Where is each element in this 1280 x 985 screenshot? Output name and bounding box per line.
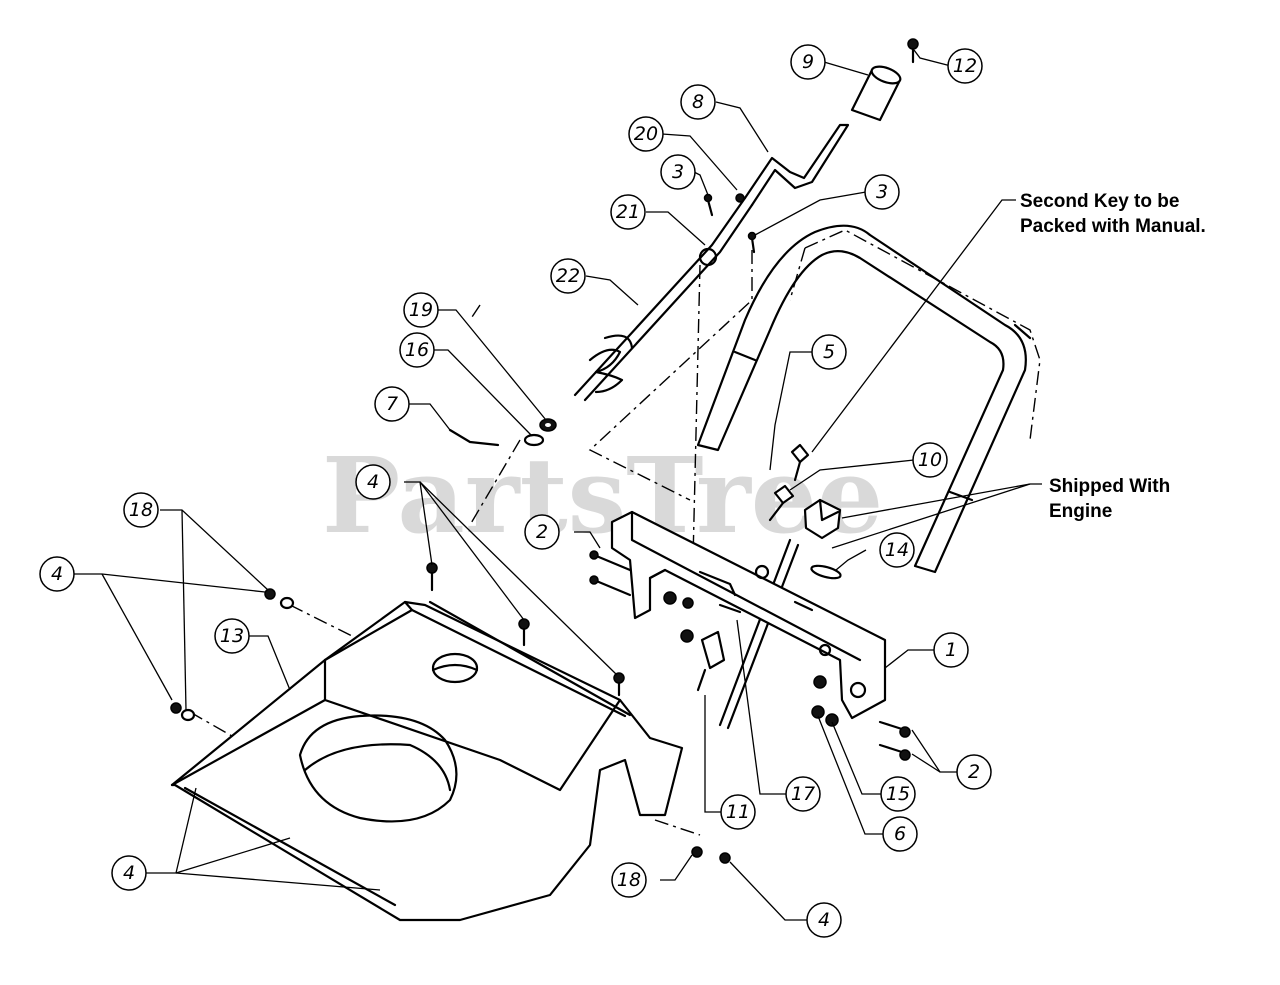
svg-text:6: 6 <box>894 823 906 845</box>
svg-text:13: 13 <box>220 625 244 647</box>
svg-text:17: 17 <box>791 783 815 805</box>
svg-text:22: 22 <box>556 265 580 287</box>
callout-4-bottom-right: 4 <box>806 902 842 938</box>
callout-1: 1 <box>933 632 969 668</box>
engine-shroud <box>170 600 684 922</box>
svg-text:18: 18 <box>129 499 153 521</box>
svg-text:4: 4 <box>51 563 63 585</box>
svg-text:4: 4 <box>123 862 135 884</box>
callout-21: 21 <box>610 194 646 230</box>
svg-text:16: 16 <box>405 339 429 361</box>
callout-4-bottom-left: 4 <box>111 855 147 891</box>
callout-11: 11 <box>720 794 756 830</box>
callout-18-bottom: 18 <box>611 862 647 898</box>
callout-10: 10 <box>912 442 948 478</box>
svg-text:5: 5 <box>823 341 835 363</box>
svg-text:18: 18 <box>617 869 641 891</box>
callout-15: 15 <box>880 776 916 812</box>
svg-text:19: 19 <box>409 299 433 321</box>
leader-lines <box>74 49 1042 921</box>
callout-13: 13 <box>214 618 250 654</box>
callout-22: 22 <box>550 258 586 294</box>
callout-4-left: 4 <box>39 556 75 592</box>
svg-text:11: 11 <box>726 801 750 823</box>
svg-text:3: 3 <box>672 161 684 183</box>
svg-text:2: 2 <box>536 521 548 543</box>
callout-5: 5 <box>811 334 847 370</box>
callout-9: 9 <box>790 44 826 80</box>
callout-3b: 3 <box>864 174 900 210</box>
callout-2-right: 2 <box>956 754 992 790</box>
svg-text:2: 2 <box>968 761 980 783</box>
control-bracket <box>610 510 887 720</box>
svg-text:3: 3 <box>876 181 888 203</box>
shipped-note-line2: Engine <box>1049 501 1112 522</box>
svg-text:4: 4 <box>367 471 379 493</box>
svg-text:14: 14 <box>885 539 909 561</box>
svg-text:15: 15 <box>886 783 910 805</box>
callout-7: 7 <box>374 386 410 422</box>
callout-19: 19 <box>403 292 439 328</box>
callout-18-left: 18 <box>123 492 159 528</box>
callout-14: 14 <box>879 532 915 568</box>
callout-12: 12 <box>947 48 983 84</box>
svg-text:4: 4 <box>818 909 830 931</box>
callout-3a: 3 <box>660 154 696 190</box>
callout-6: 6 <box>882 816 918 852</box>
second-key-note-line1: Second Key to be <box>1020 191 1179 212</box>
callout-16: 16 <box>399 332 435 368</box>
second-key-note-line2: Packed with Manual. <box>1020 216 1206 237</box>
callout-4-top: 4 <box>355 464 391 500</box>
handle-grip <box>850 65 902 122</box>
callout-8: 8 <box>680 84 716 120</box>
svg-text:8: 8 <box>692 91 704 113</box>
screw-12 <box>907 38 919 64</box>
notes: Second Key to be Packed with Manual. Shi… <box>1020 191 1206 522</box>
svg-text:21: 21 <box>616 201 640 223</box>
svg-text:10: 10 <box>918 449 942 471</box>
svg-text:20: 20 <box>634 123 658 145</box>
svg-text:12: 12 <box>953 55 977 77</box>
control-rod <box>573 123 850 402</box>
callouts: 9 12 8 20 3 3 21 22 19 16 7 5 10 4 18 2 … <box>39 44 992 938</box>
svg-text:9: 9 <box>802 51 814 73</box>
svg-text:7: 7 <box>386 393 398 415</box>
svg-text:1: 1 <box>945 639 957 661</box>
callout-17: 17 <box>785 776 821 812</box>
callout-2-left: 2 <box>524 514 560 550</box>
shipped-note-line1: Shipped With <box>1049 476 1170 497</box>
callout-20: 20 <box>628 116 664 152</box>
